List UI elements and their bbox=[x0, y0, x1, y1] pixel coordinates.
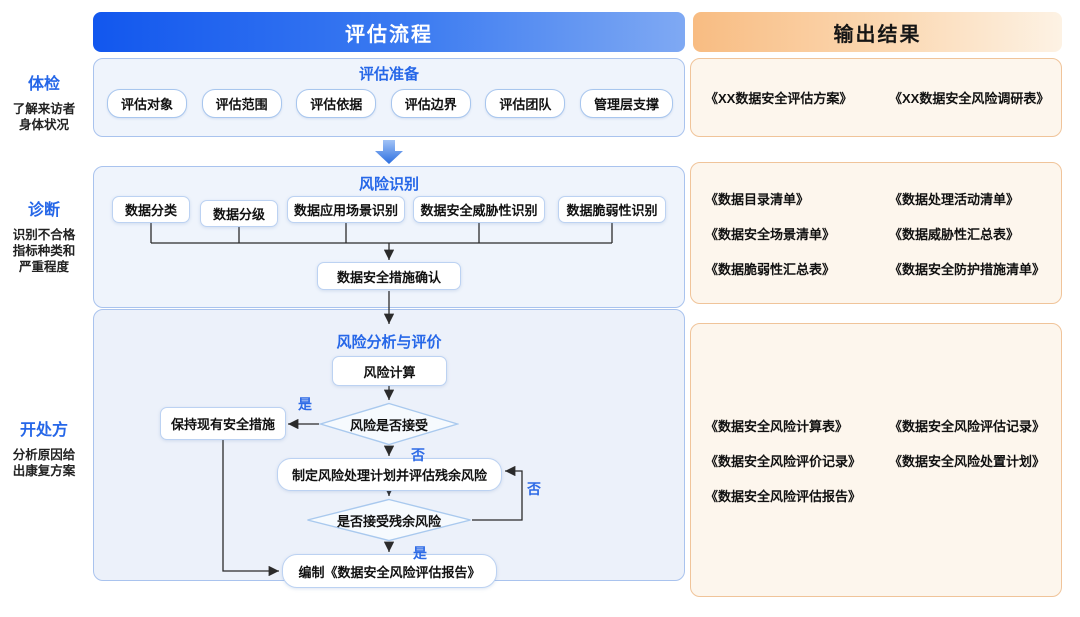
prepare-title: 评估准备 bbox=[358, 66, 419, 83]
yes-label: 是 bbox=[413, 545, 427, 561]
decision-accept-diamond: 风险是否接受 bbox=[319, 402, 459, 446]
no-label: 否 bbox=[411, 447, 425, 463]
identify-title: 风险识别 bbox=[358, 176, 419, 193]
process-header: 评估流程 bbox=[93, 12, 685, 52]
stage-desc-line: 分析原因给 bbox=[12, 448, 76, 462]
stage-desc-line: 出康复方案 bbox=[12, 464, 76, 478]
output-doc: 《数据安全风险计算表》 bbox=[705, 418, 849, 434]
yes-label: 是 bbox=[298, 396, 312, 412]
identify-item-vulnerability: 数据脆弱性识别 bbox=[558, 196, 666, 223]
stage-desc-line: 身体状况 bbox=[18, 118, 69, 132]
identify-item-classification: 数据分类 bbox=[112, 196, 190, 223]
output-prepare-box: 《XX数据安全评估方案》 《XX数据安全风险调研表》 bbox=[690, 58, 1062, 137]
pill-assess-team: 评估团队 bbox=[485, 89, 566, 118]
output-doc: 《数据处理活动清单》 bbox=[889, 191, 1020, 207]
down-arrow-icon bbox=[375, 140, 403, 164]
keep-measures-box: 保持现有安全措施 bbox=[160, 407, 286, 440]
output-doc: 《数据安全防护措施清单》 bbox=[889, 261, 1046, 277]
no-label: 否 bbox=[527, 481, 541, 497]
output-doc: 《数据安全场景清单》 bbox=[705, 226, 836, 242]
stage-prescription: 开处方 分析原因给 出康复方案 bbox=[0, 416, 88, 479]
output-doc: 《数据安全风险评估记录》 bbox=[889, 418, 1046, 434]
output-doc: 《XX数据安全风险调研表》 bbox=[889, 91, 1050, 106]
pill-assess-boundary: 评估边界 bbox=[390, 89, 471, 118]
output-doc: 《数据目录清单》 bbox=[705, 191, 810, 207]
identify-item-grading: 数据分级 bbox=[200, 200, 278, 227]
stage-title: 开处方 bbox=[19, 422, 68, 439]
output-identify-box: 《数据目录清单》 《数据处理活动清单》 《数据安全场景清单》 《数据威胁性汇总表… bbox=[690, 162, 1062, 304]
identify-item-threat: 数据安全威胁性识别 bbox=[413, 196, 545, 223]
report-box: 编制《数据安全风险评估报告》 bbox=[282, 554, 497, 588]
decision-residual-diamond: 是否接受残余风险 bbox=[306, 498, 472, 542]
output-doc: 《数据安全风险处置计划》 bbox=[889, 453, 1046, 469]
pill-assess-scope: 评估范围 bbox=[201, 89, 282, 118]
stage-title: 诊断 bbox=[27, 202, 60, 219]
output-doc: 《数据脆弱性汇总表》 bbox=[705, 261, 836, 277]
stage-desc-line: 了解来访者 bbox=[12, 102, 76, 116]
output-header: 输出结果 bbox=[693, 12, 1062, 52]
stage-desc-line: 指标种类和 bbox=[12, 244, 76, 258]
risk-calc-box: 风险计算 bbox=[332, 356, 447, 386]
stage-title: 体检 bbox=[27, 76, 60, 93]
output-doc: 《数据安全风险评估报告》 bbox=[705, 488, 862, 504]
pill-management-support: 管理层支撑 bbox=[579, 89, 673, 118]
output-analyze-box: 《数据安全风险计算表》 《数据安全风险评估记录》 《数据安全风险评价记录》 《数… bbox=[690, 323, 1062, 597]
analyze-title: 风险分析与评价 bbox=[336, 334, 442, 351]
stage-diagnosis: 诊断 识别不合格 指标种类和 严重程度 bbox=[0, 196, 88, 275]
identify-item-scenario: 数据应用场景识别 bbox=[287, 196, 405, 223]
output-doc: 《数据安全风险评价记录》 bbox=[705, 453, 862, 469]
pill-assess-object: 评估对象 bbox=[107, 89, 188, 118]
stage-desc-line: 识别不合格 bbox=[12, 228, 76, 242]
output-doc: 《数据威胁性汇总表》 bbox=[889, 226, 1020, 242]
output-doc: 《XX数据安全评估方案》 bbox=[705, 91, 853, 106]
pill-assess-basis: 评估依据 bbox=[296, 89, 377, 118]
prepare-pills: 评估对象 评估范围 评估依据 评估边界 评估团队 管理层支撑 bbox=[107, 89, 673, 118]
stage-desc-line: 严重程度 bbox=[18, 260, 69, 274]
stage-checkup: 体检 了解来访者 身体状况 bbox=[0, 70, 88, 133]
confirm-measures-box: 数据安全措施确认 bbox=[317, 262, 461, 290]
plan-residual-box: 制定风险处理计划并评估残余风险 bbox=[277, 458, 502, 491]
